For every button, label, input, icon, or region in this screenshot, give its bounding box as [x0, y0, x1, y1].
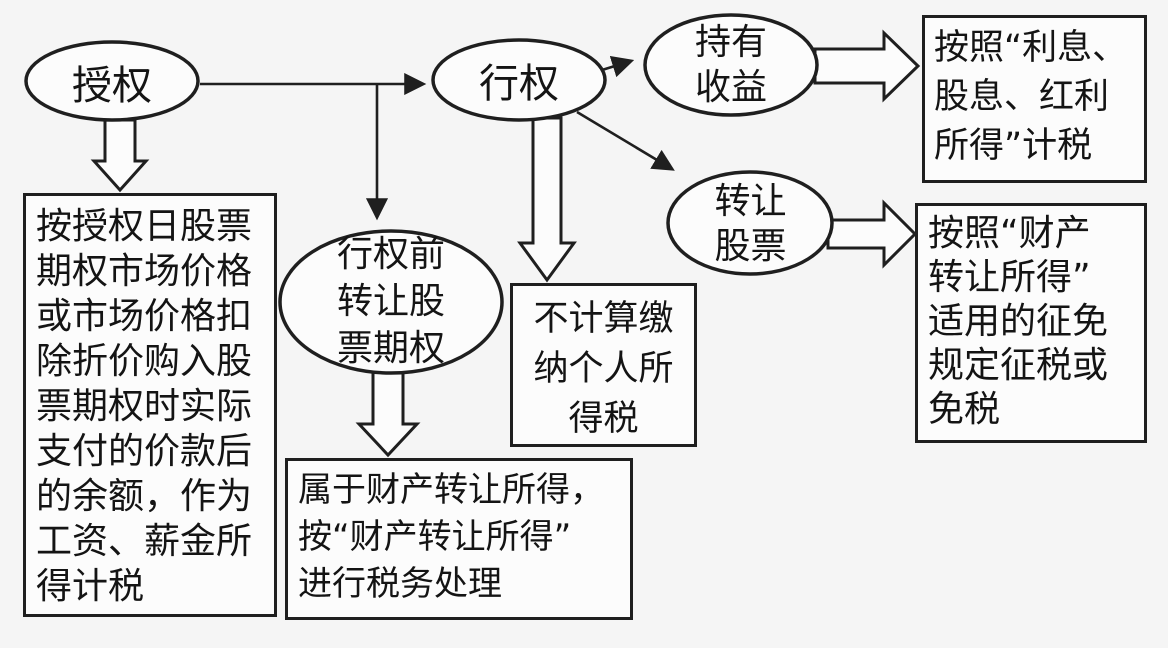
- exercise-ellipse: [431, 38, 607, 122]
- no-personal-income-tax-box: 不计算缴 纳个人所 得税: [510, 283, 697, 447]
- wage-salary-tax-box: 按授权日股票 期权市场价格 或市场价格扣 除折价购入股 票期权时实际 支付的价款…: [23, 193, 277, 617]
- transfer-stock-ellipse: [666, 170, 834, 276]
- transfer-right-block-arrow: [826, 199, 918, 269]
- exercise-down-block-arrow: [517, 116, 577, 283]
- exercise-to-holding-arrow: [601, 56, 635, 78]
- exercise-to-transfer-arrow: [576, 110, 675, 171]
- holding-income-label: 持有 收益: [694, 22, 767, 108]
- pre-exercise-transfer-ellipse: [278, 229, 504, 375]
- holding-right-block-arrow: [813, 29, 921, 103]
- holding-income-ellipse: [643, 13, 819, 117]
- grant-label: 授权: [72, 63, 152, 109]
- property-transfer-exemption-box: 按照“财产 转让所得” 适用的征免 规定征税或 免税: [915, 203, 1147, 443]
- pre-exercise-down-block-arrow: [355, 368, 421, 458]
- interest-dividend-tax-box: 按照“利息、 股息、红利 所得”计税: [922, 15, 1147, 183]
- grant-down-block-arrow: [90, 118, 150, 193]
- grant-ellipse: [24, 40, 200, 122]
- property-transfer-treatment-box: 属于财产转让所得， 按“财产转让所得” 进行税务处理: [285, 458, 633, 620]
- transfer-stock-label: 转让 股票: [714, 180, 787, 267]
- pre-exercise-transfer-label: 行权前 转让股 票期权: [336, 234, 445, 369]
- exercise-label: 行权: [479, 61, 559, 107]
